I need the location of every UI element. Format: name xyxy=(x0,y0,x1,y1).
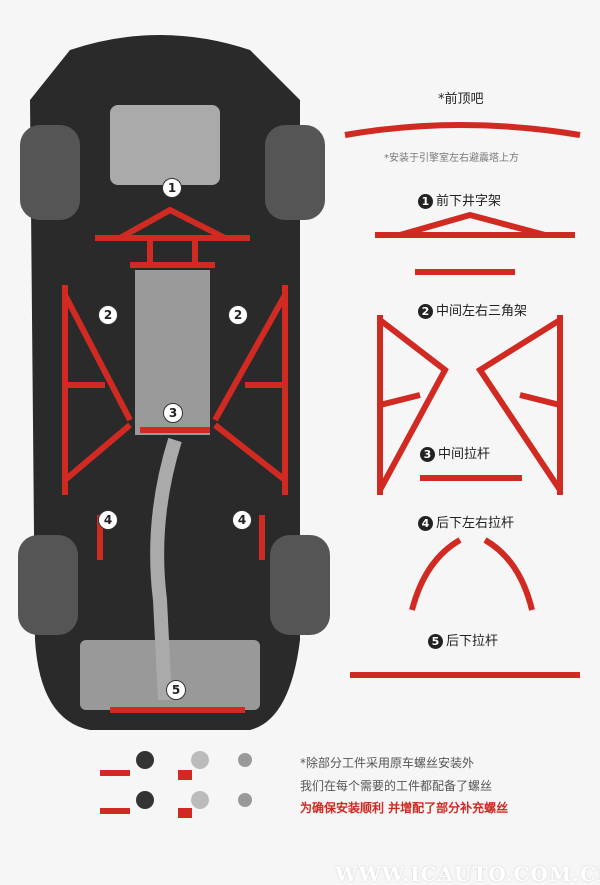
wheel-fr xyxy=(265,125,325,220)
num-badge: 5 xyxy=(428,634,443,649)
note-line-3: 为确保安装顺利 并增配了部分补充螺丝 xyxy=(300,801,509,815)
label-text: 后下拉杆 xyxy=(446,634,499,649)
loose-bars xyxy=(344,122,581,678)
label-text: 中间拉杆 xyxy=(438,447,491,462)
screws-hardware xyxy=(100,751,252,818)
num-badge: 4 xyxy=(418,516,433,531)
car-marker-1: 1 xyxy=(162,178,182,198)
label-text: 中间左右三角架 xyxy=(436,304,528,319)
num-badge: 3 xyxy=(420,447,435,462)
note-line-2: 我们在每个需要的工件都配备了螺丝 xyxy=(300,779,493,793)
wheel-rl xyxy=(18,535,78,635)
car-marker-5: 5 xyxy=(166,680,186,700)
num-badge: 2 xyxy=(418,304,433,319)
label-text: 后下左右拉杆 xyxy=(436,516,515,531)
car-marker-2-left: 2 xyxy=(98,305,118,325)
front-top-label: *前顶吧 xyxy=(438,92,484,107)
engine-cover xyxy=(110,105,220,185)
label-text: 前下井字架 xyxy=(436,194,502,209)
wheel-fl xyxy=(20,125,80,220)
num-badge: 1 xyxy=(418,194,433,209)
wheel-rr xyxy=(270,535,330,635)
car-marker-3: 3 xyxy=(163,403,183,423)
note-line-1: *除部分工件采用原车螺丝安装外 xyxy=(300,756,475,770)
front-top-note: *安装于引擎室左右避震塔上方 xyxy=(384,153,519,164)
car-marker-2-right: 2 xyxy=(228,305,248,325)
car-marker-4-left: 4 xyxy=(98,510,118,530)
car-marker-4-right: 4 xyxy=(232,510,252,530)
watermark: WWW.ICAUTO.COM.CN xyxy=(335,862,600,885)
exhaust-pipe xyxy=(150,437,182,701)
